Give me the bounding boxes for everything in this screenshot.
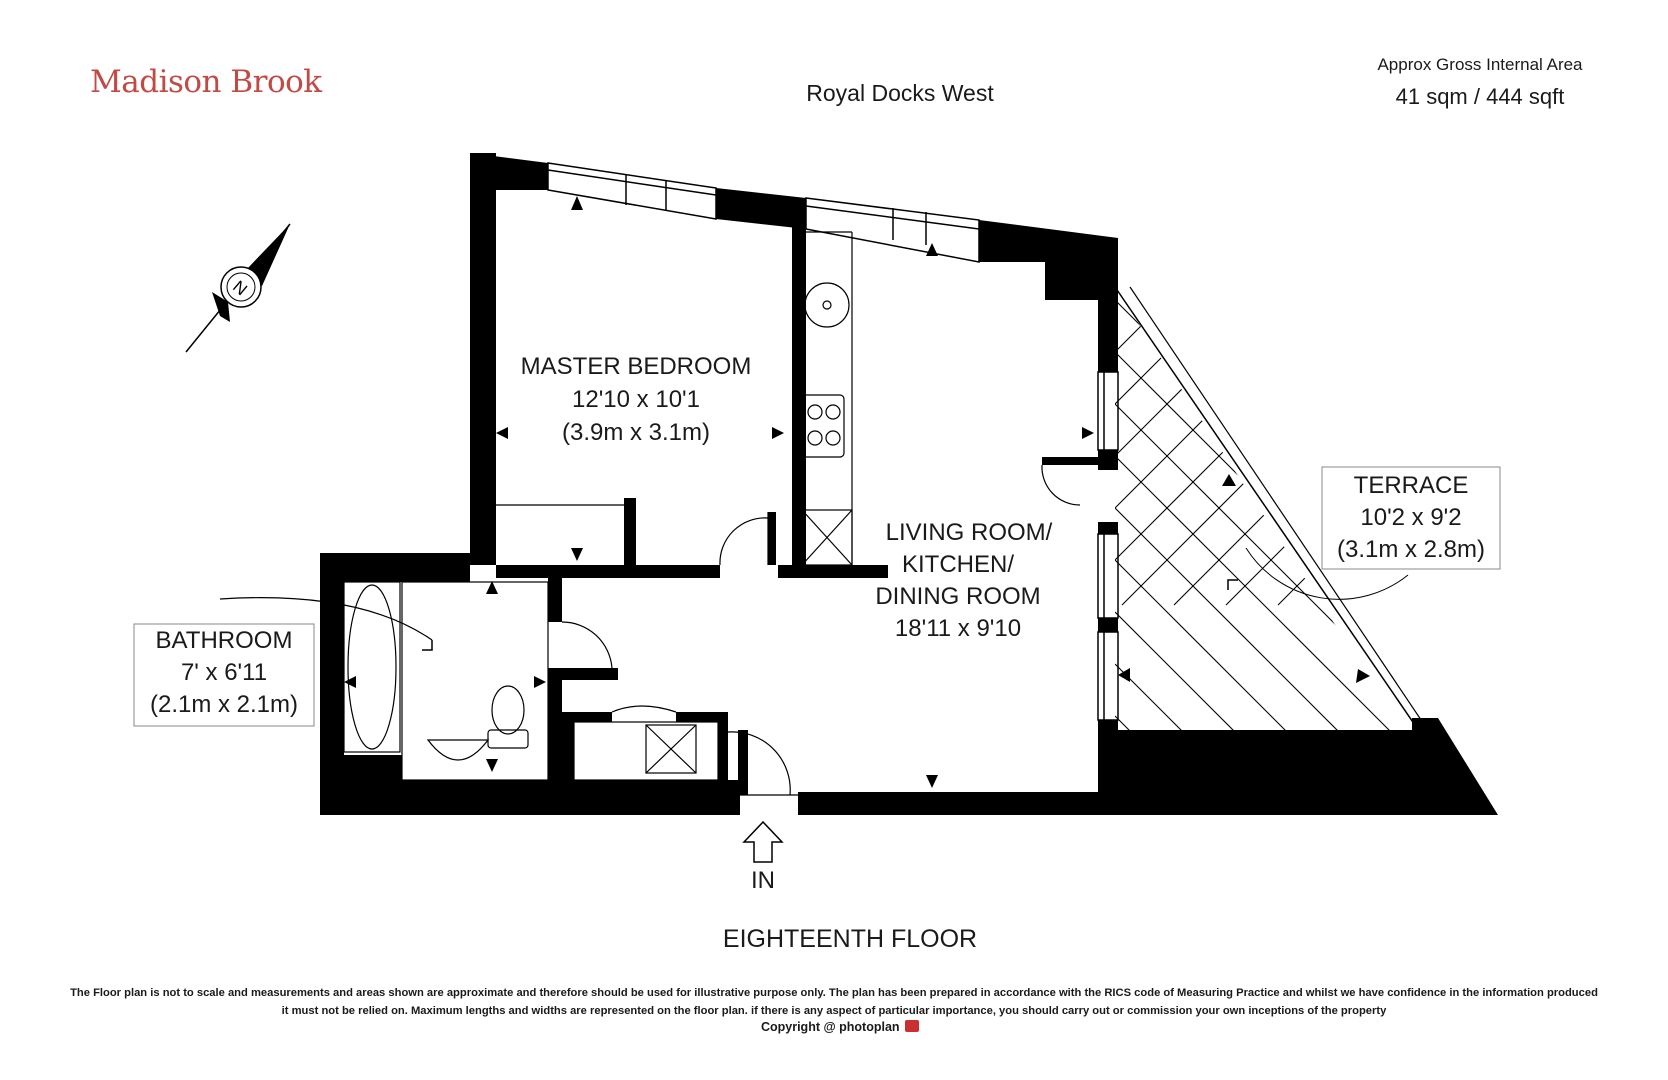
photoplan-logo-icon xyxy=(905,1020,920,1032)
bathroom-label: BATHROOM 7' x 6'11 (2.1m x 2.1m) xyxy=(133,623,315,727)
terrace-label: TERRACE 10'2 x 9'2 (3.1m x 2.8m) xyxy=(1321,466,1501,570)
copyright-prefix: Copyright @ xyxy=(760,1020,836,1034)
living-room-name-line2: KITCHEN/ xyxy=(902,551,1014,578)
bathroom-metric: (2.1m x 2.1m) xyxy=(150,691,298,718)
entrance-arrow-icon xyxy=(742,820,784,863)
compass-icon: N xyxy=(185,223,291,353)
walls xyxy=(320,153,1498,815)
photoplan-brand: photoplan xyxy=(839,1020,900,1034)
area-label: Approx Gross Internal Area xyxy=(1377,55,1583,74)
disclaimer-text: The Floor plan is not to scale and measu… xyxy=(70,987,1598,1017)
terrace-name: TERRACE xyxy=(1354,472,1469,499)
fixtures xyxy=(219,231,853,781)
living-room-name-line1: LIVING ROOM/ xyxy=(886,519,1053,546)
living-room-imperial: 18'11 x 9'10 xyxy=(895,615,1021,642)
master-bedroom-imperial: 12'10 x 10'1 xyxy=(572,386,700,413)
bathroom-name: BATHROOM xyxy=(156,627,293,654)
copyright: Copyright @ photoplan xyxy=(640,1020,1040,1034)
entrance-label: IN xyxy=(751,867,775,894)
terrace-area xyxy=(1114,286,1449,761)
master-bedroom-label: MASTER BEDROOM 12'10 x 10'1 (3.9m x 3.1m… xyxy=(521,353,752,446)
windows xyxy=(547,162,1119,721)
doors xyxy=(561,464,1081,796)
master-bedroom-metric: (3.9m x 3.1m) xyxy=(562,419,710,446)
master-bedroom-name: MASTER BEDROOM xyxy=(521,353,752,380)
living-room-name-line3: DINING ROOM xyxy=(875,583,1040,610)
bathroom-imperial: 7' x 6'11 xyxy=(181,659,267,686)
area-value: 41 sqm / 444 sqft xyxy=(1395,84,1565,109)
living-room-label: LIVING ROOM/ KITCHEN/ DINING ROOM 18'11 … xyxy=(875,519,1052,642)
floor-name: EIGHTEENTH FLOOR xyxy=(722,925,978,953)
property-name: Royal Docks West xyxy=(806,80,994,106)
terrace-imperial: 10'2 x 9'2 xyxy=(1360,504,1461,531)
dimension-markers xyxy=(344,196,1094,788)
terrace-metric: (3.1m x 2.8m) xyxy=(1337,536,1485,563)
brand-logo: Madison Brook xyxy=(90,64,322,100)
